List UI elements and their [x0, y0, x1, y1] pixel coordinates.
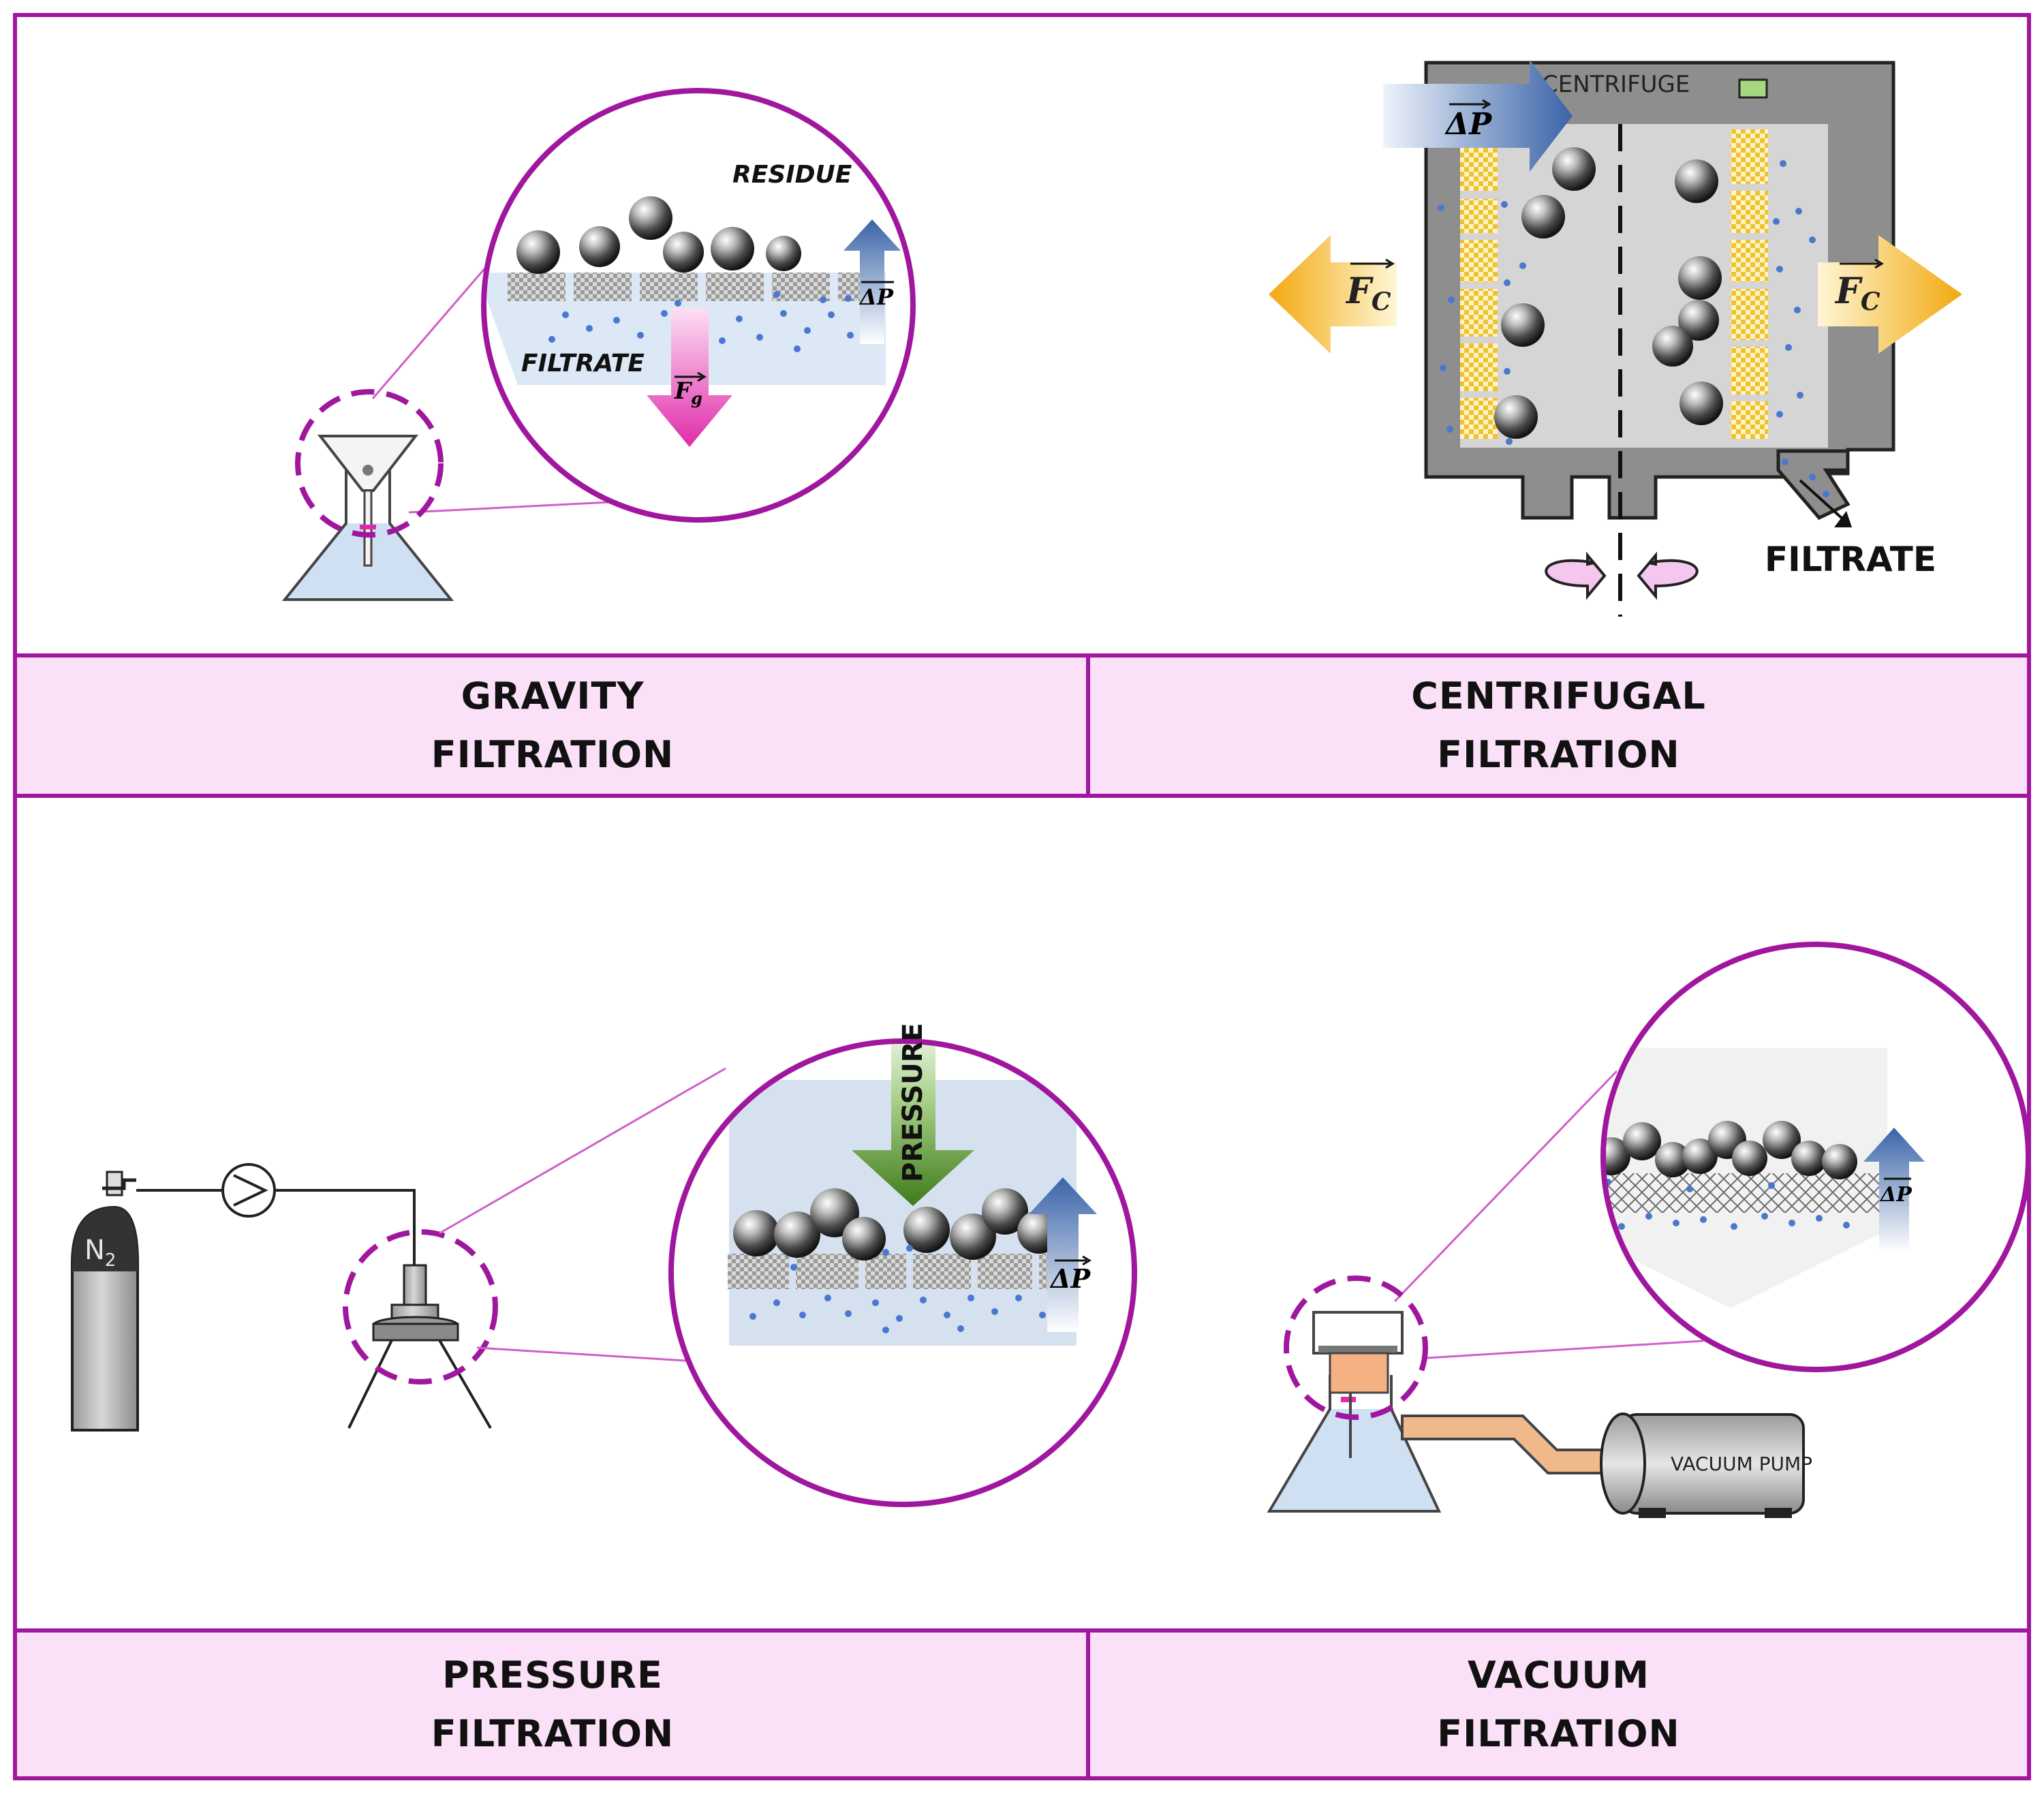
svg-text:FC: FC: [1345, 270, 1391, 316]
gravity-force-label: Fg: [674, 371, 707, 408]
pressure-title-line1: PRESSURE: [442, 1653, 663, 1697]
caption-bar-bottom: [13, 1628, 2031, 1780]
gravity-filter-mesh: [508, 273, 865, 301]
vacuum-flask: [1267, 1311, 1442, 1513]
gravity-filtrate-label: FILTRATE: [521, 350, 645, 377]
gravity-title-line1: GRAVITY: [461, 675, 645, 717]
centrifugal-title-line1: CENTRIFUGAL: [1411, 675, 1706, 717]
svg-text:Fg: Fg: [674, 377, 702, 408]
pressure-force-arrow: [852, 1041, 974, 1206]
gravity-zoom-marker: [295, 389, 444, 538]
vacuum-delta-p-arrow: [1863, 1128, 1925, 1252]
centrifuge-particles: [1494, 147, 1723, 439]
svg-text:ΔP: ΔP: [858, 284, 894, 310]
svg-text:FC: FC: [1834, 270, 1880, 316]
vacuum-magnified-view: ΔP: [1600, 942, 2031, 1372]
centrifuge-filtrate-dots: [1438, 160, 1829, 497]
gravity-title-line2: FILTRATION: [431, 733, 675, 776]
pressure-filtration-caption: PRESSURE FILTRATION: [17, 1633, 1088, 1776]
nitrogen-cylinder: N2: [71, 1171, 139, 1432]
svg-text:ΔP: ΔP: [1444, 107, 1493, 142]
centrifugal-filtrate-label: FILTRATE: [1765, 540, 1936, 579]
pressure-delta-p-label: ΔP: [1049, 1255, 1091, 1294]
centrifuge-indicator-light: [1738, 78, 1768, 99]
centrifuge-filter-screen-right: [1731, 129, 1768, 439]
vacuum-title-line2: FILTRATION: [1437, 1712, 1680, 1755]
figure-frame: [13, 13, 2031, 1780]
centrifuge-label: CENTRIFUGE: [1542, 71, 1690, 98]
centrifugal-title-line2: FILTRATION: [1437, 733, 1680, 776]
vacuum-pump-label: VACUUM PUMP: [1671, 1453, 1812, 1475]
filtrate-outlet-arrow: [1799, 479, 1844, 521]
centrifugal-filtration-caption: CENTRIFUGAL FILTRATION: [1090, 658, 2027, 794]
vacuum-zoom-marker: [1284, 1275, 1428, 1420]
vacuum-title-line1: VACUUM: [1468, 1653, 1650, 1697]
pressure-panel: N2: [71, 1023, 1137, 1507]
pressure-filtrate-dots: [749, 1245, 1046, 1333]
vacuum-panel: VACUUM PUMP: [1267, 942, 2031, 1518]
vacuum-residue-particles: [1603, 1121, 1857, 1179]
gas-label: N2: [84, 1235, 116, 1271]
gravity-filtration-caption: GRAVITY FILTRATION: [17, 658, 1088, 794]
pressure-filter-unit: [347, 1264, 492, 1429]
vacuum-pump: VACUUM PUMP: [1600, 1412, 1812, 1518]
centrifugal-panel: CENTRIFUGE: [1269, 60, 1962, 617]
pressure-delta-p-arrow: [1029, 1177, 1097, 1332]
centrifuge-filter-screen-left: [1460, 143, 1498, 439]
vacuum-filtration-caption: VACUUM FILTRATION: [1090, 1633, 2027, 1776]
pressure-filter-mesh: [728, 1254, 1066, 1289]
gravity-filtrate-dots: [548, 291, 854, 352]
vacuum-filter-mesh: [1603, 1173, 1880, 1213]
rotation-arrows: [1545, 551, 1699, 600]
centrifugal-delta-p-arrow: [1383, 60, 1573, 172]
pressure-magnified-view: PRESSURE ΔP: [668, 1023, 1137, 1507]
svg-text:ΔP: ΔP: [1879, 1183, 1913, 1207]
gravity-panel: RESIDUE FILTRATE Fg ΔP: [281, 88, 916, 601]
pressure-regulator: [221, 1163, 276, 1218]
caption-bar-top: [13, 653, 2031, 798]
pressure-arrow-label: PRESSURE: [897, 1023, 929, 1182]
pressure-title-line2: FILTRATION: [431, 1712, 675, 1755]
vacuum-tube: [1401, 1414, 1633, 1474]
centrifuge-outlet: [1776, 449, 1851, 521]
gravity-flask: [281, 435, 454, 601]
pressure-zoom-marker: [343, 1229, 498, 1385]
vacuum-delta-p-label: ΔP: [1879, 1177, 1913, 1207]
centrifugal-delta-p-label: ΔP: [1444, 99, 1493, 142]
gravity-delta-p-label: ΔP: [858, 281, 894, 310]
gravity-residue-label: RESIDUE: [732, 161, 852, 189]
centrifugal-force-label-right: FC: [1834, 258, 1884, 316]
svg-text:ΔP: ΔP: [1049, 1263, 1091, 1294]
centrifugal-force-label-left: FC: [1345, 258, 1395, 316]
gravity-residue-particles: [516, 196, 801, 274]
gas-line: [136, 1189, 416, 1265]
gravity-magnified-view: RESIDUE FILTRATE Fg ΔP: [481, 88, 916, 523]
